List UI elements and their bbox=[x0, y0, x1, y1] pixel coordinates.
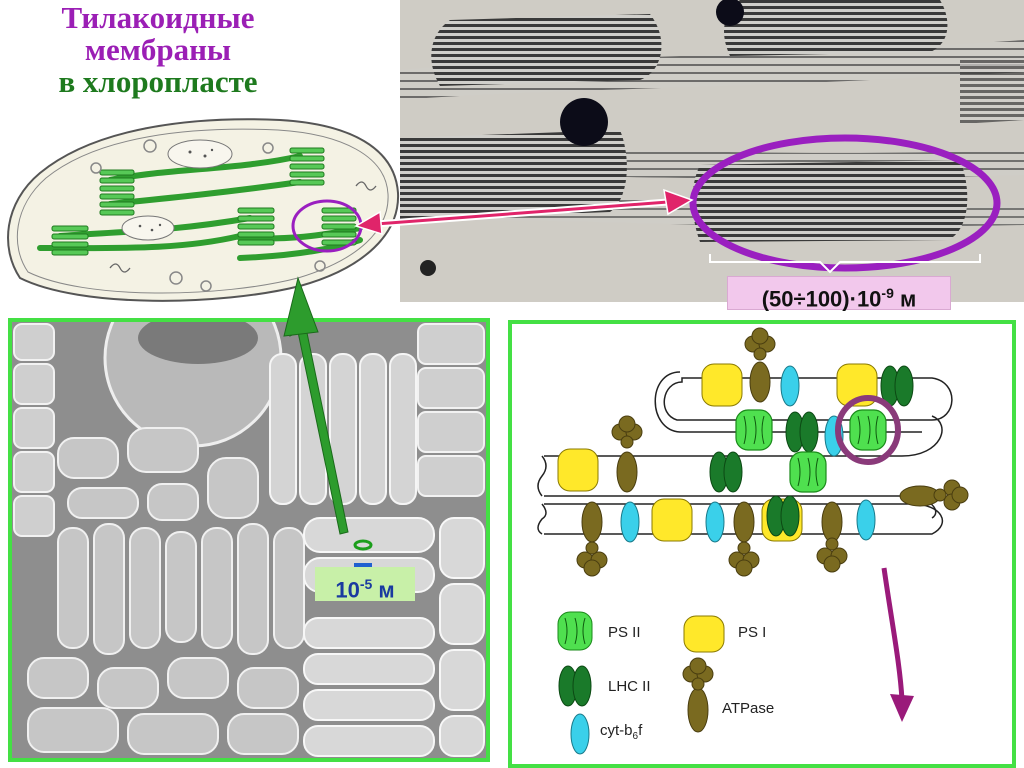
leaf-frame bbox=[8, 318, 490, 762]
grana-size-exponent: -9 bbox=[881, 285, 894, 301]
zoom-arrow-down bbox=[881, 567, 905, 701]
legend-cyt-prefix: cyt-b bbox=[600, 722, 633, 739]
legend-ps2-label: PS II bbox=[608, 624, 641, 641]
grana-size-label: (50÷100)·10-9 м bbox=[727, 276, 951, 312]
chloroplast-marker bbox=[353, 539, 373, 551]
leaf-size-label: 10-5 м bbox=[315, 567, 415, 603]
legend-icons bbox=[557, 611, 725, 755]
page-title: Тилакоидные мембраны в хлоропласте bbox=[8, 2, 308, 98]
leaf-size-unit: м bbox=[372, 577, 395, 603]
thylakoid-membrane-scheme bbox=[537, 327, 969, 755]
legend-lhc2-label: LHC II bbox=[608, 678, 651, 695]
legend-atpase-label: ATPase bbox=[722, 700, 775, 717]
leaf-size-base: 10 bbox=[335, 577, 360, 603]
title-line-1: Тилакоидные bbox=[61, 0, 255, 35]
legend-cyt-suffix: f bbox=[638, 722, 643, 739]
grana-size-base: (50÷100)·10 bbox=[761, 286, 882, 312]
granum-micrograph-ellipse bbox=[689, 134, 1001, 272]
ps2-highlight-ring bbox=[835, 395, 901, 465]
scale-bar bbox=[354, 563, 372, 567]
title-line-2: мембраны bbox=[84, 32, 232, 67]
chloroplast-diagram bbox=[7, 118, 400, 302]
grana-size-unit: м bbox=[893, 286, 917, 312]
legend-cyt-label: cyt-b6f bbox=[600, 722, 642, 742]
zoom-arrow-up bbox=[283, 276, 349, 535]
connector-double-arrow bbox=[354, 188, 694, 236]
leaf-tissue-micrograph bbox=[8, 318, 490, 762]
title-line-3: в хлоропласте bbox=[58, 64, 258, 99]
legend-cyt-subscript: 6 bbox=[632, 731, 639, 742]
leaf-size-exponent: -5 bbox=[359, 576, 373, 592]
electron-micrograph bbox=[400, 0, 1024, 302]
legend-ps1-label: PS I bbox=[738, 624, 767, 641]
